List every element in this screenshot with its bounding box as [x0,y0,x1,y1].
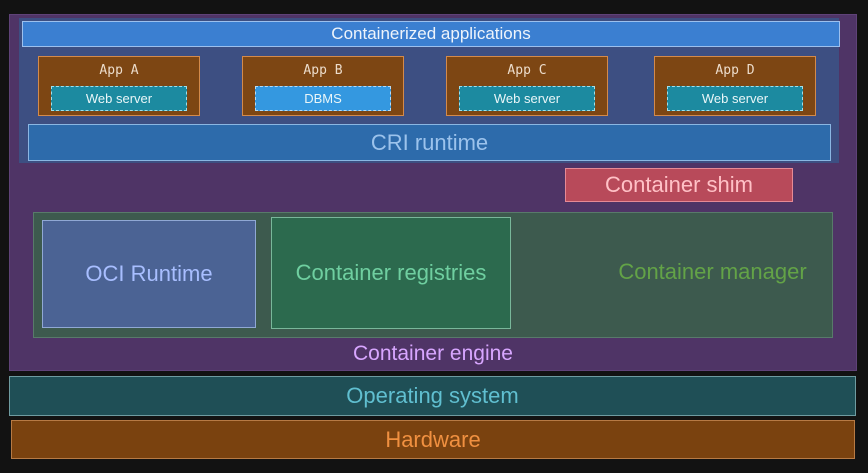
app-box: App C Web server [446,56,608,116]
app-component: Web server [667,86,803,111]
app-name: App C [507,63,547,78]
container-manager-label: Container manager [618,259,807,284]
containerized-apps-title: Containerized applications [22,21,840,47]
app-name: App B [303,63,343,78]
container-engine-label: Container engine [353,342,513,365]
app-box: App A Web server [38,56,200,116]
app-name: App D [715,63,755,78]
app-component: DBMS [255,86,391,111]
app-box: App B DBMS [242,56,404,116]
operating-system-box: Operating system [9,376,856,416]
cri-runtime-box: CRI runtime [28,124,831,161]
app-component: Web server [459,86,595,111]
hardware-box: Hardware [11,420,855,459]
container-registries-box: Container registries [271,217,511,329]
app-name: App A [99,63,139,78]
container-shim-box: Container shim [565,168,793,202]
oci-runtime-box: OCI Runtime [42,220,256,328]
app-box: App D Web server [654,56,816,116]
app-component: Web server [51,86,187,111]
